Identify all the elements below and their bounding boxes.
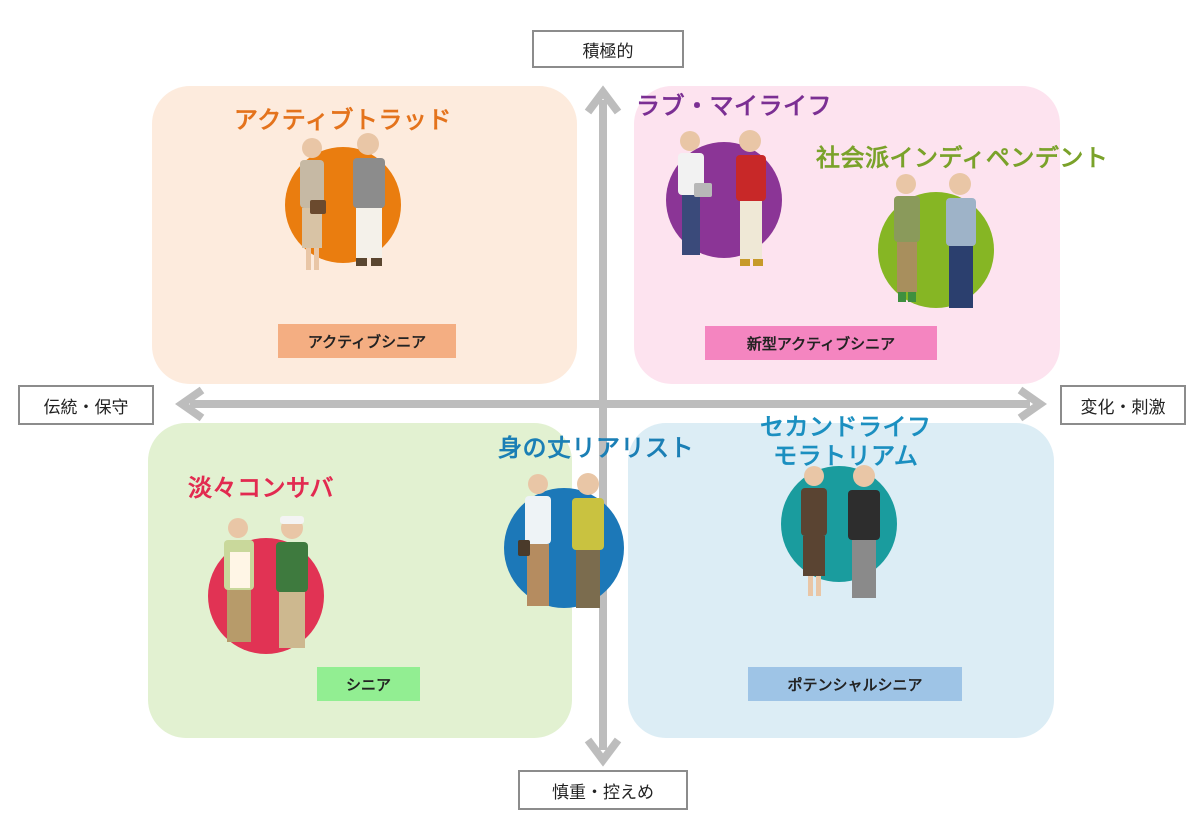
segment-title-realist: 身の丈リアリスト bbox=[498, 434, 694, 462]
man-figure bbox=[276, 516, 308, 648]
couple-illustration-social-independent bbox=[876, 172, 1006, 322]
woman-figure bbox=[224, 518, 254, 642]
axis-label-left: 伝統・保守 bbox=[18, 385, 154, 425]
segment-title-love-my-life: ラブ・マイライフ bbox=[636, 92, 832, 120]
segment-title-social-independent: 社会派インディペンデント bbox=[816, 144, 1108, 172]
quadrant-label-active-senior: アクティブシニア bbox=[278, 324, 456, 358]
couple-illustration-active-trad bbox=[280, 120, 420, 280]
axis-label-right: 変化・刺激 bbox=[1060, 385, 1186, 425]
couple-illustration-second-life bbox=[782, 462, 912, 612]
couple-illustration-love-my-life bbox=[664, 125, 794, 275]
couple-illustration-realist bbox=[500, 468, 630, 618]
quadrant-label-new-active-senior: 新型アクティブシニア bbox=[705, 326, 937, 360]
segment-title-tantan-conserva: 淡々コンサバ bbox=[188, 474, 334, 502]
woman-figure bbox=[894, 174, 920, 302]
axis-label-bottom: 慎重・控えめ bbox=[518, 770, 688, 810]
quadrant-label-potential-senior: ポテンシャルシニア bbox=[748, 667, 962, 701]
axis-label-top: 積極的 bbox=[532, 30, 684, 68]
couple-illustration-tantan-conserva bbox=[208, 512, 338, 662]
quadrant-label-senior: シニア bbox=[317, 667, 420, 701]
man-figure bbox=[946, 173, 976, 308]
segment-title-line-1: セカンドライフ bbox=[760, 413, 932, 442]
